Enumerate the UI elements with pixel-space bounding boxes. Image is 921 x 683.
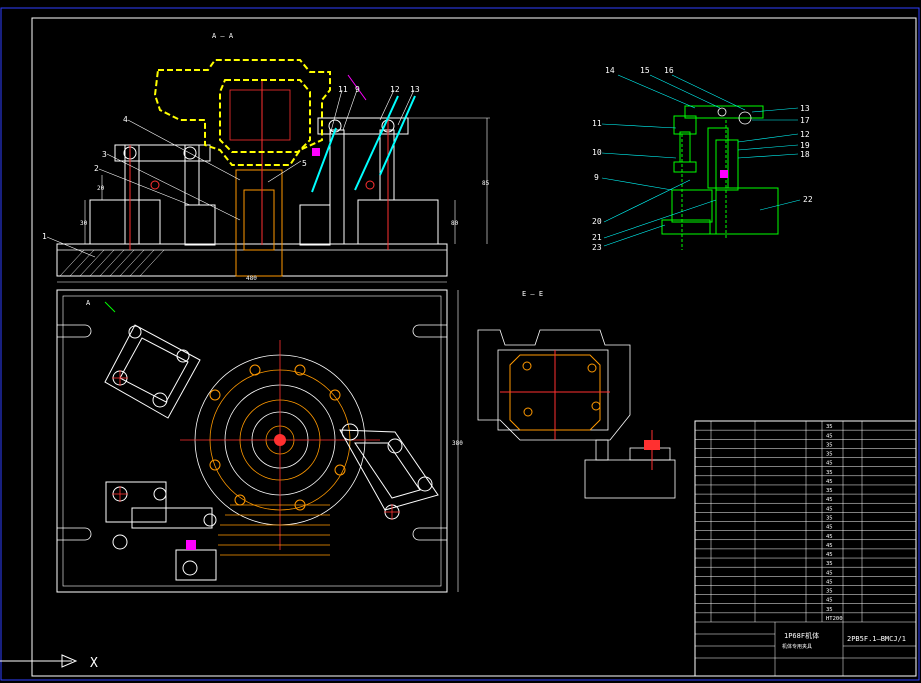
detail-callouts: 14 15 16 13 17 12 19 18 22 11 10 9 20 21… [592, 66, 813, 252]
detail-callout-20: 20 [592, 217, 602, 226]
top-view: A 380 [56, 289, 463, 593]
callout-2: 2 [94, 164, 99, 173]
detail-callout-16: 16 [664, 66, 674, 75]
dimension-width-label: 480 [246, 275, 257, 282]
dimension-vertical-3-label: 30 [80, 220, 88, 227]
bom-material-cell: 45 [826, 433, 833, 439]
outer-frame [0, 7, 920, 681]
dimension-height-label: 380 [452, 440, 463, 447]
bom-material-cell: 45 [826, 479, 833, 485]
dimension-vertical-4-label: 20 [97, 185, 105, 192]
detail-callout-23: 23 [592, 243, 602, 252]
bom-material-cell: 45 [826, 461, 833, 467]
axis-x-label: X [90, 656, 98, 671]
detail-callout-21: 21 [592, 233, 602, 242]
ucs-axis-icon: X [0, 654, 98, 671]
section-ee-title: E — E [522, 290, 543, 298]
bom-material-cell: 35 [826, 589, 833, 595]
section-aa-title: A — A [212, 32, 234, 40]
callout-11: 11 [338, 85, 348, 94]
inner-frame [31, 17, 917, 677]
detail-callout-13: 13 [800, 104, 810, 113]
detail-callout-17: 17 [800, 116, 810, 125]
bom-material-cell: 45 [826, 552, 833, 558]
bom-material-cell: 45 [826, 579, 833, 585]
detail-callout-14: 14 [605, 66, 615, 75]
section-aa-view: A — A [46, 32, 490, 283]
detail-callout-15: 15 [640, 66, 650, 75]
bom-material-cell: 45 [826, 506, 833, 512]
bom-material-cell: 45 [826, 543, 833, 549]
bom-material-cell: 45 [826, 598, 833, 604]
section-ee-view: E — E [477, 290, 676, 499]
callout-3: 3 [102, 150, 107, 159]
bom-material-cell: 35 [826, 424, 833, 430]
bom-material-cell: 35 [826, 516, 833, 522]
callout-12: 12 [390, 85, 400, 94]
drawing-name: 1P68F机体 [784, 631, 819, 640]
detail-view [601, 74, 801, 250]
bom-material-cell: 35 [826, 607, 833, 613]
main-callouts: 1 2 3 4 5 11 9 12 13 [42, 85, 420, 241]
view-a-mark: A [86, 299, 91, 307]
callout-13: 13 [410, 85, 420, 94]
bom-material-cell: 45 [826, 534, 833, 540]
detail-callout-10: 10 [592, 148, 602, 157]
bom-material-cell: 35 [826, 452, 833, 458]
drawing-number: 2PB5F.1—BMCJ/1 [847, 635, 906, 643]
callout-9: 9 [355, 85, 360, 94]
callout-5: 5 [302, 159, 307, 168]
bom-material-cell: HT200 [826, 616, 843, 622]
drawing-subtitle: 机体专用夹具 [782, 643, 812, 650]
callout-4: 4 [123, 115, 128, 124]
title-block: 35 45 35 35 45 35 45 35 45 45 35 45 45 45 45 35 45 45 35 45… [694, 420, 917, 677]
detail-callout-12: 12 [800, 130, 810, 139]
bom-material-cell: 45 [826, 570, 833, 576]
bom-material-cell: 45 [826, 497, 833, 503]
bom-material-cell: 35 [826, 470, 833, 476]
detail-callout-22: 22 [803, 195, 813, 204]
bom-material-cell: 35 [826, 488, 833, 494]
dimension-vertical-1-label: 85 [482, 180, 490, 187]
detail-callout-9: 9 [594, 173, 599, 182]
detail-callout-19: 19 [800, 141, 810, 150]
bom-material-cell: 35 [826, 442, 833, 448]
detail-callout-11: 11 [592, 119, 602, 128]
callout-1: 1 [42, 232, 47, 241]
bom-material-cell: 45 [826, 525, 833, 531]
detail-callout-18: 18 [800, 150, 810, 159]
bom-material-cell: 35 [826, 561, 833, 567]
dimension-vertical-2-label: 80 [451, 220, 459, 227]
